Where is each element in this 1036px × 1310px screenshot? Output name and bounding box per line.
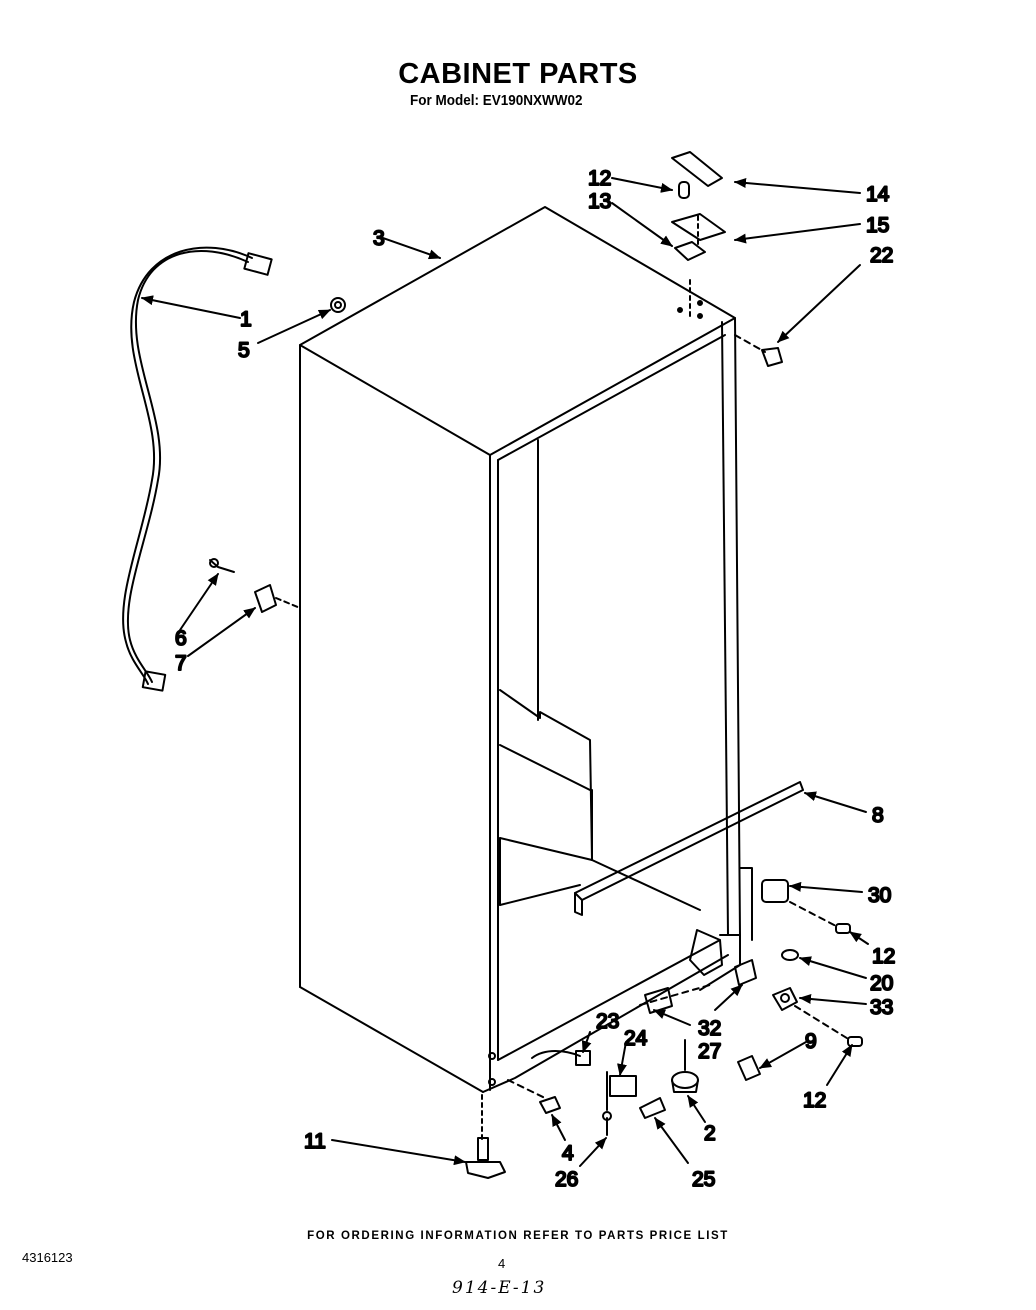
callout-33: 33 bbox=[870, 996, 893, 1019]
callout-9: 9 bbox=[805, 1030, 817, 1053]
callout-1: 1 bbox=[240, 308, 252, 331]
page-title: CABINET PARTS bbox=[398, 58, 638, 90]
callout-12-top: 12 bbox=[588, 167, 611, 190]
callout-7: 7 bbox=[175, 652, 187, 675]
callout-12-right: 12 bbox=[872, 945, 895, 968]
callout-3: 3 bbox=[373, 227, 385, 250]
callout-25: 25 bbox=[692, 1168, 715, 1191]
callout-4: 4 bbox=[562, 1142, 574, 1165]
callout-15: 15 bbox=[866, 214, 889, 237]
model-subtitle: For Model: EV190NXWW02 bbox=[410, 92, 583, 109]
hardware-parts bbox=[209, 151, 863, 1179]
handwritten-code: 914-E-13 bbox=[452, 1278, 547, 1298]
callout-27: 27 bbox=[698, 1040, 721, 1063]
callout-32: 32 bbox=[698, 1017, 721, 1040]
callout-22: 22 bbox=[870, 244, 893, 267]
callout-5: 5 bbox=[238, 339, 250, 362]
power-cord-part bbox=[122, 246, 273, 692]
cabinet-shell bbox=[299, 206, 753, 1093]
callout-11: 11 bbox=[304, 1130, 326, 1153]
callout-13: 13 bbox=[588, 190, 611, 213]
callout-26: 26 bbox=[555, 1168, 578, 1191]
callout-labels: 1 5 3 6 7 12 13 14 15 22 8 30 12 20 33 3… bbox=[174, 166, 896, 1192]
page-number: 4 bbox=[498, 1256, 506, 1271]
callout-leaders bbox=[141, 177, 869, 1167]
callout-30: 30 bbox=[868, 884, 891, 907]
document-number: 4316123 bbox=[22, 1250, 73, 1265]
callout-14: 14 bbox=[866, 183, 890, 206]
callout-12-bottom: 12 bbox=[803, 1089, 826, 1112]
callout-2: 2 bbox=[704, 1122, 716, 1145]
callout-24: 24 bbox=[624, 1027, 648, 1050]
callout-8: 8 bbox=[872, 804, 884, 827]
ordering-info-note: FOR ORDERING INFORMATION REFER TO PARTS … bbox=[307, 1230, 729, 1242]
callout-23: 23 bbox=[596, 1010, 619, 1033]
callout-6: 6 bbox=[175, 627, 187, 650]
toe-rail-part bbox=[574, 781, 804, 916]
callout-20: 20 bbox=[870, 972, 893, 995]
